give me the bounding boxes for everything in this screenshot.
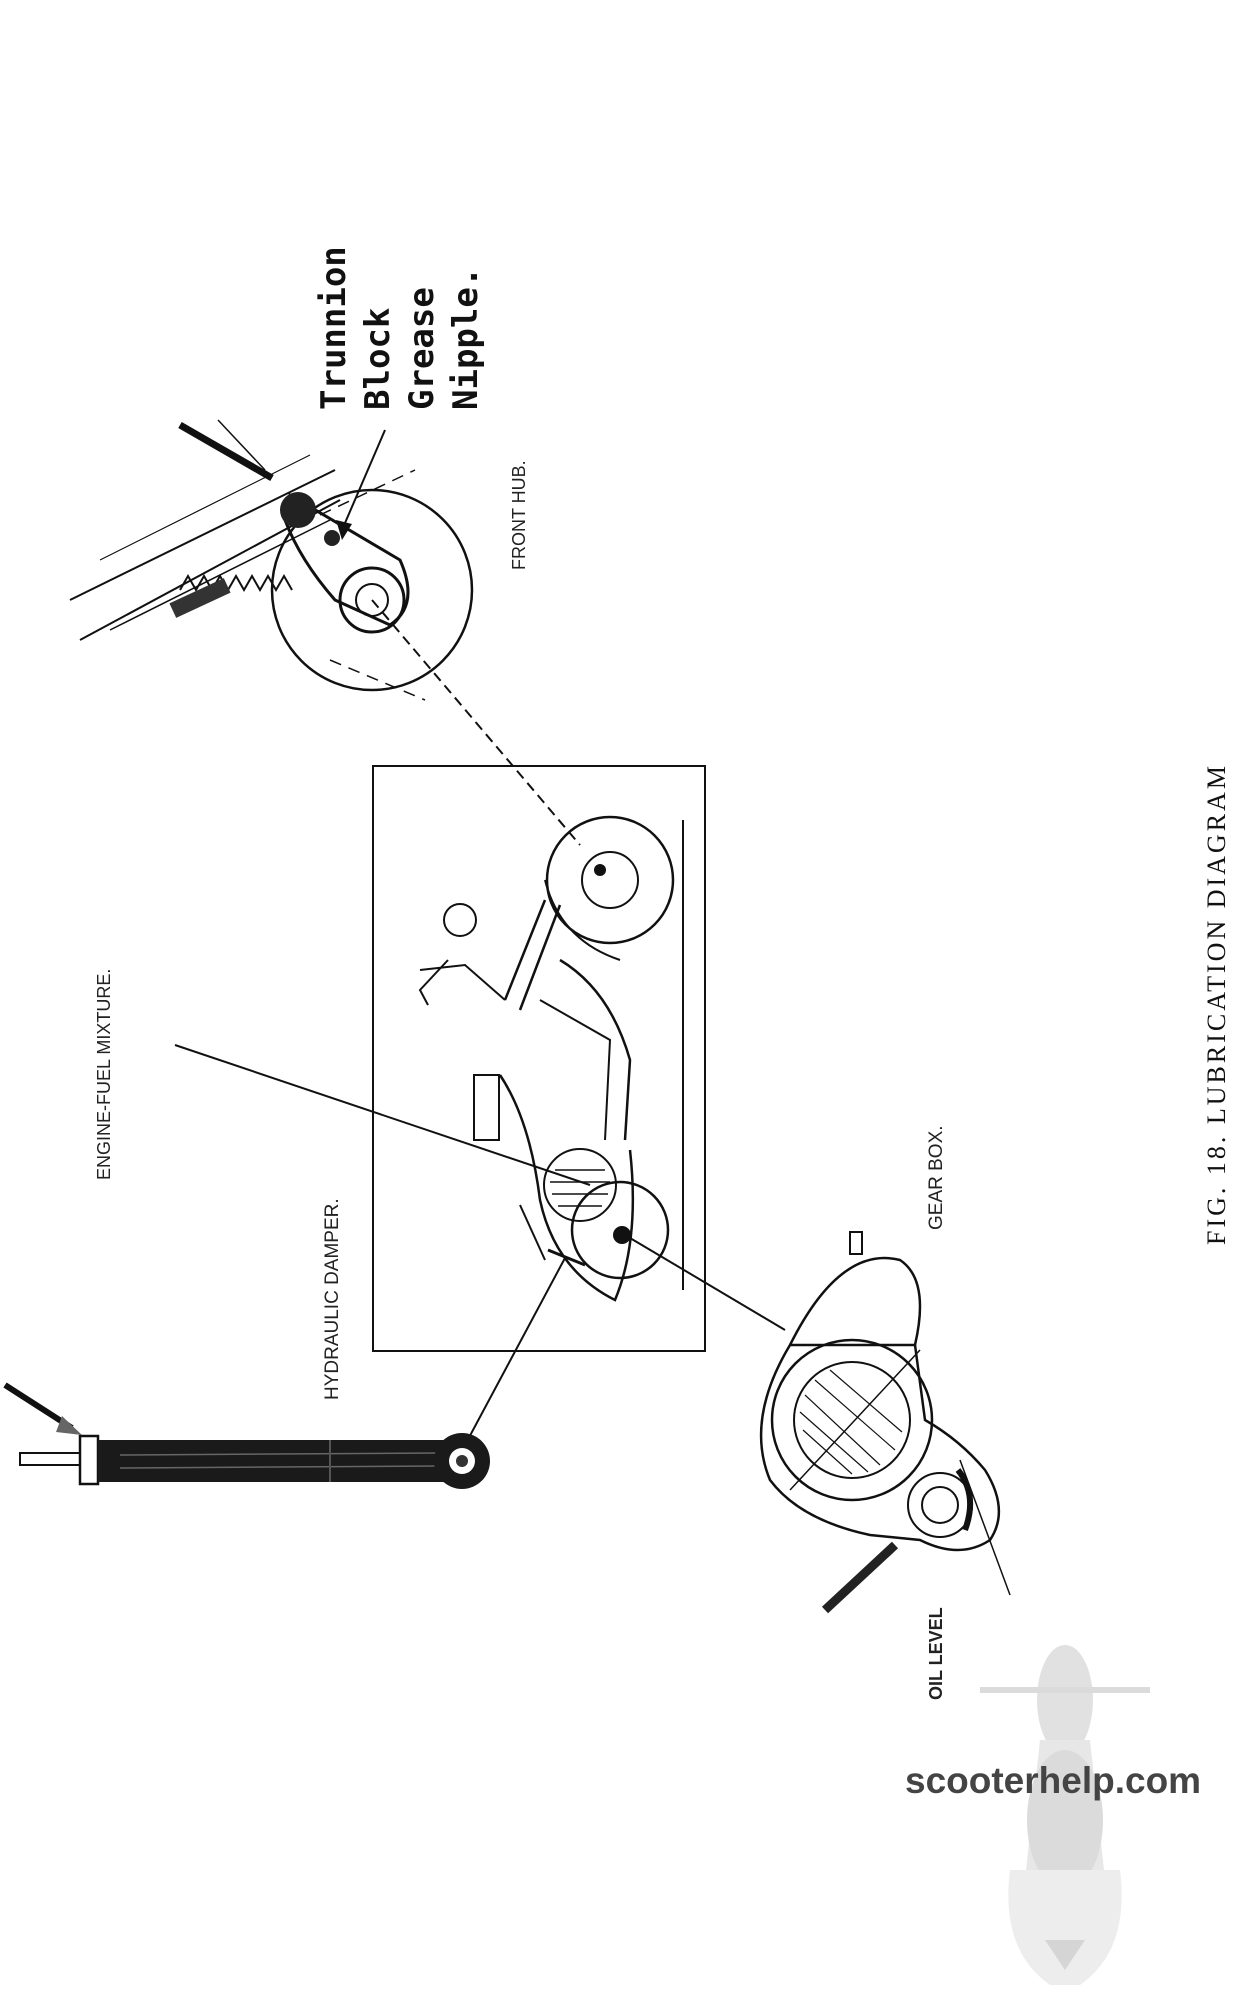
front-hub-label: FRONT HUB.	[509, 460, 529, 570]
hydraulic-damper-leader	[464, 1257, 566, 1446]
trunnion-label: Trunnion Block Grease Nipple.	[314, 226, 486, 410]
engine-fuel-label: ENGINE-FUEL MIXTURE.	[94, 969, 114, 1180]
hydraulic-damper-illustration	[3, 1382, 490, 1489]
figure-caption: FIG. 18. LUBRICATION DIAGRAM	[1202, 763, 1231, 1245]
gear-box-leader	[624, 1234, 786, 1331]
hydraulic-damper-label: HYDRAULIC DAMPER.	[322, 1198, 343, 1400]
oil-level-label: OIL LEVEL	[926, 1607, 946, 1700]
gear-box-label: GEAR BOX.	[926, 1125, 947, 1230]
watermark-text: scooterhelp.com	[905, 1760, 1201, 1801]
gear-box-illustration	[759, 1231, 1011, 1614]
scooter-icon	[980, 1645, 1150, 1985]
front-hub-illustration	[69, 419, 474, 701]
engine-fuel-leader	[174, 1044, 591, 1186]
scooter-illustration	[372, 765, 706, 1352]
front-hub-leader	[371, 599, 581, 846]
